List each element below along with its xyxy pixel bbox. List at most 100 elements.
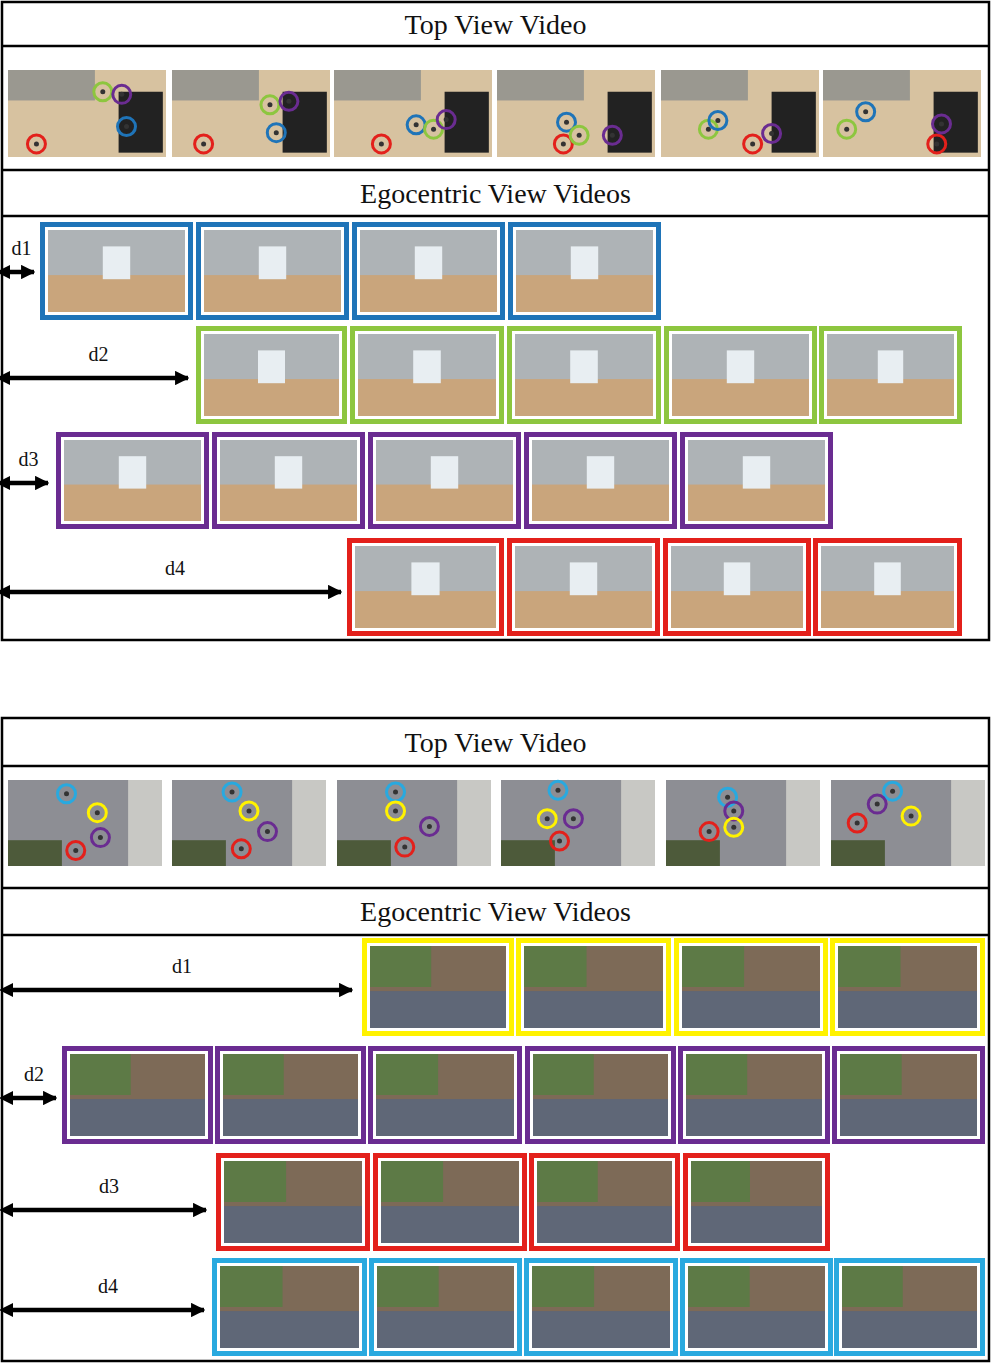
tracking-circle: [420, 817, 438, 835]
offset-label: d4: [165, 557, 185, 580]
offset-label: d3: [99, 1175, 119, 1198]
panel-divider: [2, 887, 989, 890]
egocentric-frame: [350, 326, 504, 424]
tracking-circle: [372, 135, 390, 153]
section-header: Top View Video: [4, 720, 987, 765]
egocentric-frame: [352, 222, 505, 320]
tracking-circle: [232, 840, 250, 858]
top-view-frame: [666, 780, 820, 866]
top-view-frame: [501, 780, 655, 866]
egocentric-frame: [368, 1046, 522, 1144]
egocentric-frame: [508, 222, 661, 320]
tracking-circle: [709, 111, 727, 129]
tracking-circle: [570, 126, 588, 144]
offset-arrow: [12, 988, 352, 993]
tracking-circle: [725, 818, 743, 836]
section-header: Egocentric View Videos: [4, 172, 987, 215]
egocentric-frame: [507, 538, 660, 636]
tracking-circle: [700, 823, 718, 841]
offset-arrow: [9, 270, 34, 275]
tracking-circle: [549, 781, 567, 799]
top-view-frame: [334, 70, 492, 157]
offset-label: d2: [24, 1063, 44, 1086]
offset-arrow: [12, 1208, 206, 1213]
egocentric-frame: [819, 326, 962, 424]
offset-arrow: [9, 590, 341, 595]
egocentric-frame: [813, 538, 962, 636]
tracking-circle: [538, 810, 556, 828]
egocentric-frame: [216, 1153, 370, 1251]
offset-label: d1: [12, 237, 32, 260]
tracking-circle: [928, 135, 946, 153]
tracking-circle: [396, 838, 414, 856]
tracking-circle: [763, 125, 781, 143]
tracking-circle: [838, 120, 856, 138]
offset-label: d4: [98, 1275, 118, 1298]
tracking-circle: [280, 92, 298, 110]
egocentric-frame: [40, 222, 193, 320]
egocentric-frame: [524, 432, 677, 529]
tracking-circle: [267, 124, 285, 142]
panel-divider: [2, 169, 989, 172]
panel-border: [2, 718, 989, 1361]
tracking-circle: [407, 116, 425, 134]
egocentric-frame: [62, 1046, 213, 1144]
egocentric-frame: [674, 938, 828, 1036]
top-view-frame: [8, 70, 166, 157]
tracking-circle: [902, 807, 920, 825]
header-text: Top View Video: [405, 727, 587, 759]
top-view-frame: [337, 780, 491, 866]
top-view-frame: [172, 780, 326, 866]
egocentric-frame: [196, 326, 347, 424]
panel-divider: [2, 45, 989, 48]
egocentric-frame: [525, 1046, 676, 1144]
panel-divider: [2, 215, 989, 218]
egocentric-frame: [832, 1046, 985, 1144]
egocentric-frame: [524, 1258, 678, 1356]
tracking-circle: [933, 115, 951, 133]
egocentric-frame: [362, 938, 514, 1036]
top-view-frame: [831, 780, 985, 866]
section-header: Top View Video: [4, 4, 987, 45]
tracking-circle: [94, 83, 112, 101]
tracking-circle: [551, 832, 569, 850]
tracking-circle: [240, 802, 258, 820]
egocentric-frame: [664, 326, 817, 424]
header-text: Egocentric View Videos: [360, 896, 631, 928]
tracking-circle: [425, 120, 443, 138]
egocentric-frame: [834, 1258, 985, 1356]
egocentric-frame: [830, 938, 985, 1036]
egocentric-frame: [369, 1258, 522, 1356]
egocentric-frame: [56, 432, 209, 529]
panel-divider: [2, 934, 989, 937]
egocentric-frame: [212, 432, 365, 529]
header-text: Top View Video: [405, 9, 587, 41]
tracking-circle: [91, 829, 109, 847]
egocentric-frame: [663, 538, 811, 636]
tracking-circle: [848, 814, 866, 832]
tracking-circle: [744, 135, 762, 153]
tracking-circle: [884, 782, 902, 800]
header-text: Egocentric View Videos: [360, 178, 631, 210]
top-view-frame: [661, 70, 819, 157]
offset-arrow: [9, 481, 48, 486]
egocentric-frame: [529, 1153, 680, 1251]
egocentric-frame: [212, 1258, 367, 1356]
tracking-circle: [88, 804, 106, 822]
top-view-frame: [172, 70, 330, 157]
egocentric-frame: [215, 1046, 366, 1144]
tracking-circle: [195, 135, 213, 153]
tracking-circle: [113, 85, 131, 103]
tracking-circle: [857, 103, 875, 121]
egocentric-frame: [683, 1153, 830, 1251]
tracking-circle: [67, 842, 85, 860]
egocentric-frame: [368, 432, 521, 529]
tracking-circle: [387, 802, 405, 820]
offset-arrow: [9, 376, 188, 381]
top-view-frame: [823, 70, 981, 157]
offset-arrow: [12, 1308, 204, 1313]
tracking-circle: [223, 783, 241, 801]
egocentric-frame: [373, 1153, 527, 1251]
tracking-circle: [261, 96, 279, 114]
